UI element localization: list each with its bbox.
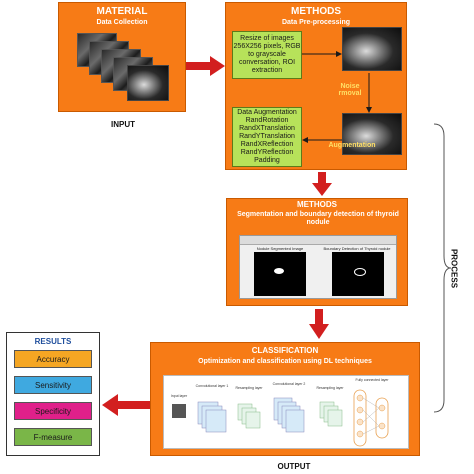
- resize-box: Resize of images 256X256 pixels, RGB to …: [232, 31, 302, 79]
- boundary-nodule: [354, 268, 366, 276]
- output-label: OUTPUT: [277, 462, 311, 471]
- cnn-label-input: Input layer: [170, 394, 188, 398]
- classification-subtitle: Optimization and classification using DL…: [198, 358, 372, 365]
- result-specificity-label: Specificity: [34, 406, 71, 416]
- augmented-image: [342, 113, 402, 155]
- methods-subtitle: Data Pre-processing: [281, 19, 351, 26]
- cnn-diagram: Input layer Convolutional layer 1 Resamp…: [163, 375, 409, 449]
- aug-line-6: RandYReflection: [240, 149, 294, 157]
- result-sensitivity: Sensitivity: [14, 376, 92, 394]
- material-subtitle: Data Collection: [96, 19, 148, 26]
- resize-line-1: Resize of images: [240, 34, 294, 42]
- arrow-methods-to-segmentation: [312, 172, 332, 196]
- aug-line-4: RandYTranslation: [239, 132, 295, 140]
- resize-line-4: conversation, ROI: [238, 59, 296, 67]
- result-f-measure: F-measure: [14, 428, 92, 446]
- aug-line-1: Data Augmentation: [237, 108, 297, 116]
- cnn-resample1-stack: [237, 403, 261, 429]
- material-box: MATERIAL Data Collection: [58, 2, 186, 112]
- arrow-segmentation-to-classification: [309, 309, 329, 339]
- methods-title: METHODS: [291, 6, 341, 17]
- aug-line-2: RandRotation: [245, 116, 289, 124]
- augmentation-label: Augmentation: [328, 142, 376, 149]
- process-brace: [433, 123, 452, 413]
- segmented-nodule: [274, 268, 284, 274]
- arrow-resize-to-image: [302, 51, 342, 57]
- aug-line-3: RandXTranslation: [239, 124, 295, 132]
- panel-left-caption: Nodule Segmented Image: [256, 246, 304, 251]
- cnn-label-resample1: Resampling layer: [235, 386, 263, 390]
- segmentation-box: METHODS Segmentation and boundary detect…: [226, 198, 408, 306]
- input-label: INPUT: [111, 120, 135, 129]
- segmentation-title: METHODS: [297, 200, 337, 209]
- material-title: MATERIAL: [96, 6, 148, 17]
- aug-line-5: RandXReflection: [240, 141, 294, 149]
- classification-box: CLASSIFICATION Optimization and classifi…: [150, 342, 420, 456]
- results-title: RESULTS: [34, 337, 72, 346]
- preprocessed-image: [342, 27, 402, 71]
- cnn-label-conv2: Convolutional layer 2: [272, 382, 306, 386]
- noise-removal-label: Noise rmoval: [330, 83, 370, 97]
- cnn-label-fc: Fully connected layer: [355, 378, 389, 382]
- cnn-input-image: [172, 404, 186, 418]
- matlab-toolbar: [240, 236, 396, 245]
- cnn-resample2-stack: [319, 401, 343, 427]
- cnn-fc-nodes: [353, 389, 389, 447]
- cnn-conv2-stack: [273, 397, 305, 433]
- panel-right-caption: Boundary Detection of Thyroid nodule: [323, 246, 391, 251]
- process-label: PROCESS: [449, 248, 459, 289]
- matlab-window: Nodule Segmented Image Boundary Detectio…: [239, 235, 397, 299]
- arrow-classification-to-results: [102, 394, 150, 416]
- panel-left-image: [254, 252, 306, 296]
- result-sensitivity-label: Sensitivity: [34, 380, 71, 390]
- classification-title: CLASSIFICATION: [251, 346, 319, 355]
- result-f-measure-label: F-measure: [33, 432, 73, 442]
- result-specificity: Specificity: [14, 402, 92, 420]
- cnn-label-resample2: Resampling layer: [316, 386, 344, 390]
- cnn-label-conv1: Convolutional layer 1: [195, 384, 229, 388]
- segmentation-subtitle: Segmentation and boundary detection of t…: [237, 211, 399, 226]
- cnn-diagram-svg: [172, 389, 389, 447]
- result-accuracy: Accuracy: [14, 350, 92, 368]
- cnn-conv1-stack: [197, 401, 227, 433]
- methods-preprocessing-box: METHODS Data Pre-processing Resize of im…: [225, 2, 407, 170]
- ultrasound-image-stack-5: [127, 65, 169, 101]
- result-accuracy-label: Accuracy: [36, 354, 70, 364]
- resize-line-5: extraction: [251, 67, 283, 75]
- arrow-noise-down: [366, 73, 372, 113]
- noise-label-line-1: Noise: [340, 83, 360, 90]
- arrow-material-to-methods: [186, 56, 225, 76]
- panel-right-image: [332, 252, 384, 296]
- aug-line-7: Padding: [254, 157, 280, 165]
- resize-line-3: to grayscale: [248, 50, 286, 58]
- augmentation-box: Data Augmentation RandRotation RandXTran…: [232, 107, 302, 167]
- resize-line-2: 256X256 pixels, RGB: [233, 42, 301, 50]
- arrow-image-to-augmentation: [302, 137, 342, 143]
- noise-label-line-2: rmoval: [338, 90, 362, 97]
